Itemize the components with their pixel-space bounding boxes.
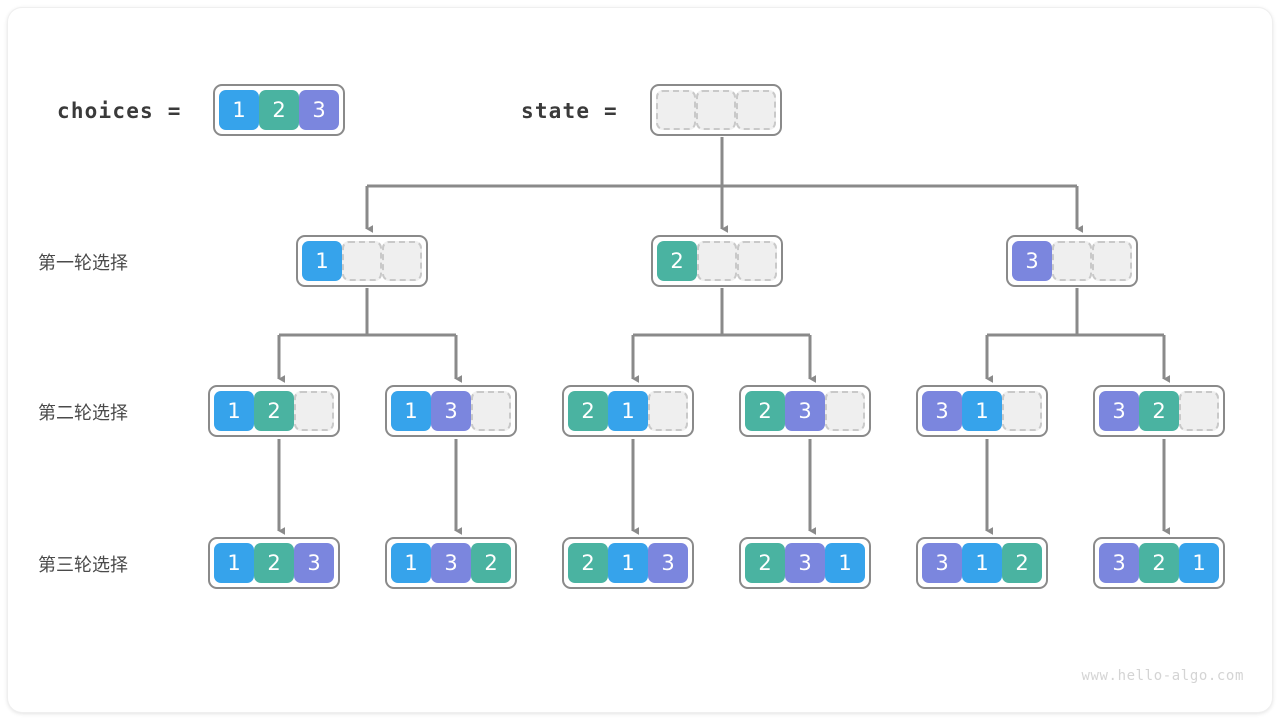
- array-cell-filled: 2: [1002, 543, 1042, 583]
- array-cell-filled: 3: [785, 543, 825, 583]
- array-cell-filled: 1: [608, 543, 648, 583]
- array-cell-filled: 3: [294, 543, 334, 583]
- array-cell-filled: 3: [1099, 543, 1139, 583]
- array-cell-filled: 1: [825, 543, 865, 583]
- array-cell-filled: 2: [745, 391, 785, 431]
- array-cell-filled: 1: [214, 543, 254, 583]
- array-cell-filled: 1: [1179, 543, 1219, 583]
- tree-node-array: 3: [1006, 235, 1138, 287]
- state-array: [650, 84, 782, 136]
- array-cell-filled: 3: [431, 543, 471, 583]
- array-cell-filled: 2: [259, 90, 299, 130]
- array-cell-filled: 3: [1012, 241, 1052, 281]
- array-cell-empty: [696, 90, 736, 130]
- row-label-2: 第二轮选择: [38, 403, 128, 424]
- array-cell-empty: [1092, 241, 1132, 281]
- array-cell-filled: 2: [471, 543, 511, 583]
- array-cell-empty: [1179, 391, 1219, 431]
- array-cell-filled: 1: [219, 90, 259, 130]
- array-cell-filled: 1: [962, 391, 1002, 431]
- watermark: www.hello-algo.com: [1081, 668, 1244, 684]
- array-cell-empty: [294, 391, 334, 431]
- array-cell-filled: 3: [785, 391, 825, 431]
- array-cell-filled: 2: [745, 543, 785, 583]
- array-cell-empty: [737, 241, 777, 281]
- array-cell-filled: 1: [608, 391, 648, 431]
- array-cell-filled: 2: [568, 391, 608, 431]
- array-cell-filled: 1: [302, 241, 342, 281]
- tree-node-array: 1: [296, 235, 428, 287]
- array-cell-filled: 1: [214, 391, 254, 431]
- array-cell-filled: 3: [431, 391, 471, 431]
- diagram-frame: [8, 8, 1272, 712]
- array-cell-filled: 3: [1099, 391, 1139, 431]
- array-cell-empty: [382, 241, 422, 281]
- state-label: state =: [521, 99, 618, 123]
- array-cell-filled: 2: [254, 391, 294, 431]
- array-cell-empty: [342, 241, 382, 281]
- array-cell-filled: 3: [648, 543, 688, 583]
- array-cell-empty: [648, 391, 688, 431]
- array-cell-empty: [697, 241, 737, 281]
- choices-label: choices =: [57, 99, 182, 123]
- array-cell-empty: [1002, 391, 1042, 431]
- array-cell-empty: [736, 90, 776, 130]
- array-cell-filled: 3: [922, 543, 962, 583]
- array-cell-filled: 1: [391, 391, 431, 431]
- array-cell-empty: [825, 391, 865, 431]
- array-cell-empty: [471, 391, 511, 431]
- array-cell-filled: 3: [922, 391, 962, 431]
- array-cell-filled: 1: [962, 543, 1002, 583]
- row-label-3: 第三轮选择: [38, 555, 128, 576]
- array-cell-filled: 1: [391, 543, 431, 583]
- array-cell-filled: 3: [299, 90, 339, 130]
- array-cell-empty: [1052, 241, 1092, 281]
- array-cell-filled: 2: [1139, 543, 1179, 583]
- array-cell-empty: [656, 90, 696, 130]
- row-label-1: 第一轮选择: [38, 253, 128, 274]
- array-cell-filled: 2: [254, 543, 294, 583]
- array-cell-filled: 2: [657, 241, 697, 281]
- array-cell-filled: 2: [568, 543, 608, 583]
- tree-node-array: 2: [651, 235, 783, 287]
- array-cell-filled: 2: [1139, 391, 1179, 431]
